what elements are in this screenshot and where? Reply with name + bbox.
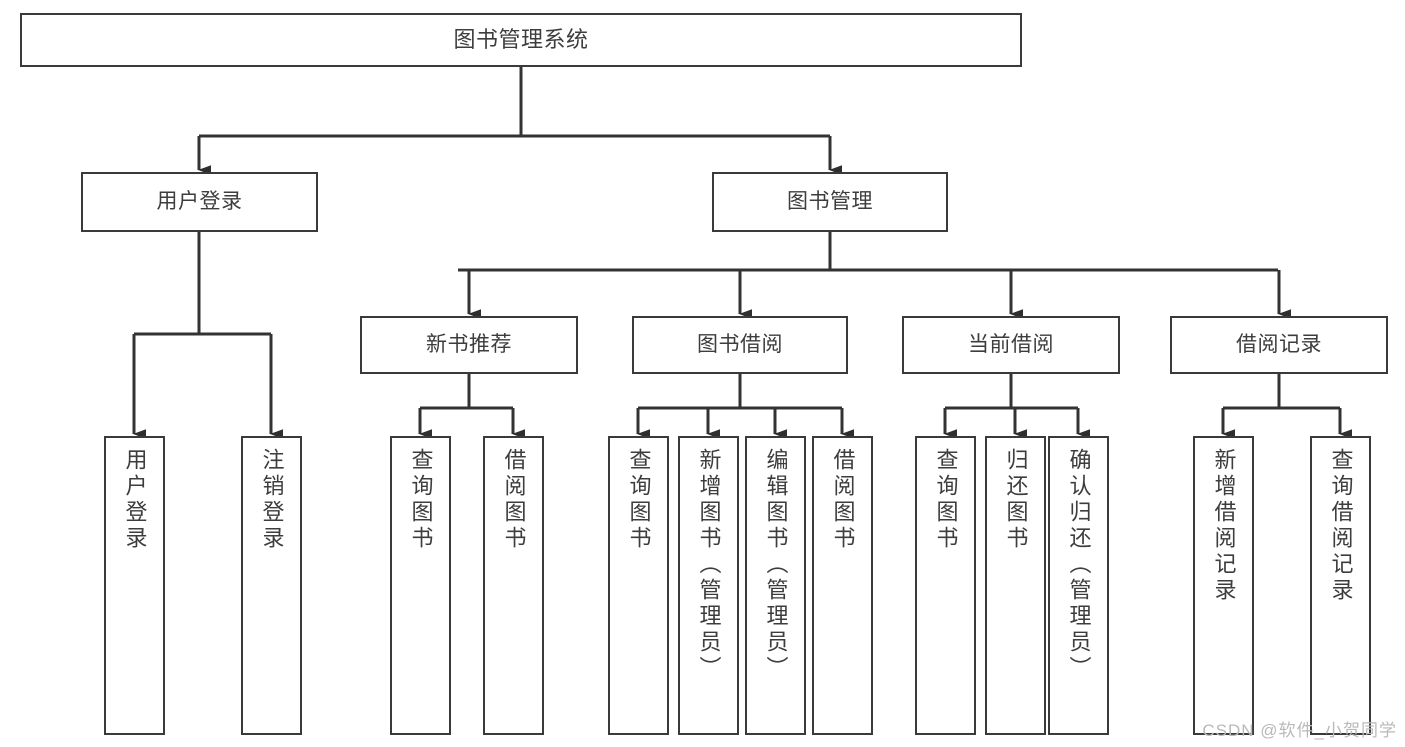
node-leaf-query-record-label: 查询借阅记录 <box>1328 448 1354 604</box>
node-leaf-add-record-label: 新增借阅记录 <box>1211 448 1237 604</box>
node-user-login-label: 用户登录 <box>156 189 243 213</box>
node-leaf-borrow-book-rec[interactable]: 借阅图书 <box>483 436 544 735</box>
node-leaf-borrow-book-bor-label: 借阅图书 <box>830 448 856 552</box>
node-leaf-query-book-bor[interactable]: 查询图书 <box>608 436 669 735</box>
node-borrow-record[interactable]: 借阅记录 <box>1170 316 1388 374</box>
node-book-manage-label: 图书管理 <box>787 189 873 213</box>
node-leaf-user-login[interactable]: 用户登录 <box>104 436 165 735</box>
node-current-borrow[interactable]: 当前借阅 <box>902 316 1120 374</box>
node-leaf-query-book-rec[interactable]: 查询图书 <box>390 436 451 735</box>
watermark-text: CSDN @软件_小贺同学 <box>1202 721 1397 740</box>
node-book-manage[interactable]: 图书管理 <box>712 172 948 232</box>
node-leaf-confirm-return-label: 确认归还（管理员） <box>1066 448 1092 682</box>
node-root[interactable]: 图书管理系统 <box>20 13 1022 67</box>
node-new-book-rec[interactable]: 新书推荐 <box>360 316 578 374</box>
node-leaf-query-book-cur-label: 查询图书 <box>933 448 959 552</box>
node-leaf-add-book[interactable]: 新增图书（管理员） <box>678 436 739 735</box>
node-borrow-record-label: 借阅记录 <box>1236 332 1322 356</box>
node-leaf-borrow-book-rec-label: 借阅图书 <box>501 448 527 552</box>
node-leaf-confirm-return[interactable]: 确认归还（管理员） <box>1048 436 1109 735</box>
node-leaf-borrow-book-bor[interactable]: 借阅图书 <box>812 436 873 735</box>
node-leaf-logout-label: 注销登录 <box>259 448 285 552</box>
node-leaf-return-book[interactable]: 归还图书 <box>985 436 1046 735</box>
node-leaf-query-book-rec-label: 查询图书 <box>408 448 434 552</box>
node-leaf-return-book-label: 归还图书 <box>1003 448 1029 552</box>
node-new-book-rec-label: 新书推荐 <box>426 332 512 356</box>
node-leaf-edit-book[interactable]: 编辑图书（管理员） <box>745 436 806 735</box>
node-root-label: 图书管理系统 <box>453 27 589 53</box>
node-leaf-query-book-cur[interactable]: 查询图书 <box>915 436 976 735</box>
node-leaf-user-login-label: 用户登录 <box>122 448 148 552</box>
node-leaf-add-book-label: 新增图书（管理员） <box>696 448 722 682</box>
node-leaf-add-record[interactable]: 新增借阅记录 <box>1193 436 1254 735</box>
node-book-borrow-label: 图书借阅 <box>697 332 783 356</box>
node-leaf-edit-book-label: 编辑图书（管理员） <box>763 448 789 682</box>
node-leaf-query-book-bor-label: 查询图书 <box>626 448 652 552</box>
node-leaf-logout[interactable]: 注销登录 <box>241 436 302 735</box>
node-leaf-query-record[interactable]: 查询借阅记录 <box>1310 436 1371 735</box>
node-current-borrow-label: 当前借阅 <box>968 332 1054 356</box>
node-user-login[interactable]: 用户登录 <box>81 172 318 232</box>
node-book-borrow[interactable]: 图书借阅 <box>632 316 848 374</box>
